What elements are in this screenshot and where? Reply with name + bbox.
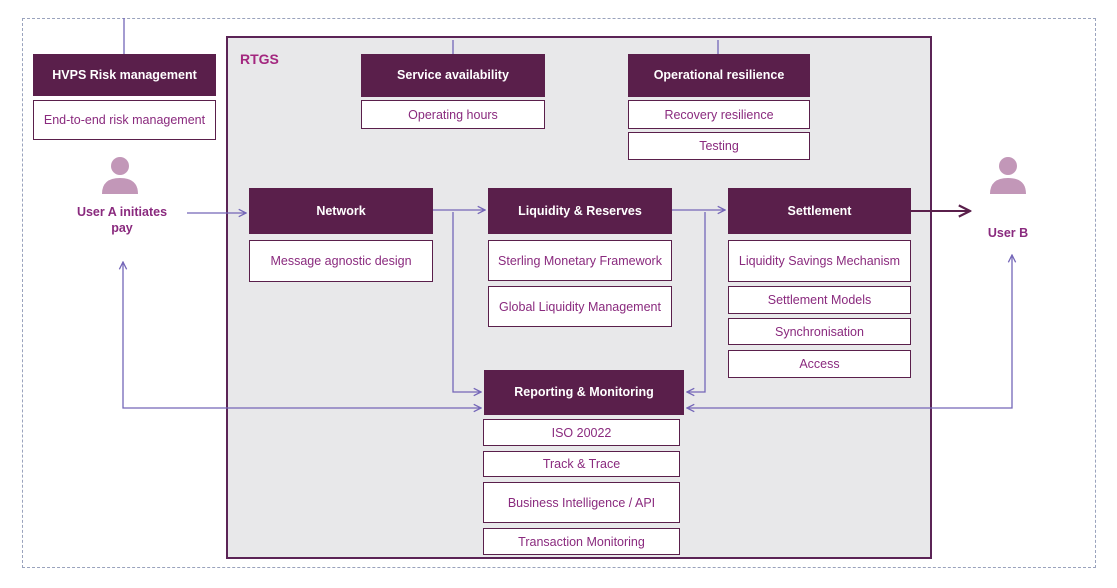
outer-dashed-boundary [22, 18, 1096, 568]
service-availability-header: Service availability [361, 54, 545, 97]
operational-resilience-header: Operational resilience [628, 54, 810, 97]
operational-resilience-item: Testing [628, 132, 810, 160]
hvps-item: End-to-end risk management [33, 100, 216, 140]
operational-resilience-item: Recovery resilience [628, 100, 810, 129]
settlement-header: Settlement [728, 188, 911, 234]
reporting-item: Transaction Monitoring [483, 528, 680, 555]
reporting-item: ISO 20022 [483, 419, 680, 446]
user-b-icon-body [990, 178, 1026, 194]
reporting-item: Track & Trace [483, 451, 680, 477]
settlement-item: Settlement Models [728, 286, 911, 314]
settlement-item: Synchronisation [728, 318, 911, 345]
liquidity-reserves-header: Liquidity & Reserves [488, 188, 672, 234]
network-header: Network [249, 188, 433, 234]
hvps-risk-header: HVPS Risk management [33, 54, 216, 96]
liquidity-item: Global Liquidity Management [488, 286, 672, 327]
user-a-icon-head [111, 157, 129, 175]
user-a-icon-body [102, 178, 138, 194]
user-b-icon-head [999, 157, 1017, 175]
network-to-reporting-arrow [452, 212, 481, 392]
network-item: Message agnostic design [249, 240, 433, 282]
user-b-reporting-arrow [687, 255, 1012, 408]
user-a-label: User A initiates pay [76, 205, 168, 235]
settlement-item: Access [728, 350, 911, 378]
reporting-monitoring-header: Reporting & Monitoring [484, 370, 684, 415]
liquidity-item: Sterling Monetary Framework [488, 240, 672, 281]
liquidity-to-reporting-arrow [687, 212, 706, 392]
rtgs-label: RTGS [240, 51, 279, 67]
user-b-label: User B [987, 226, 1029, 240]
settlement-item: Liquidity Savings Mechanism [728, 240, 911, 282]
reporting-item: Business Intelligence / API [483, 482, 680, 523]
user-a-reporting-arrow [123, 262, 481, 408]
service-availability-item: Operating hours [361, 100, 545, 129]
